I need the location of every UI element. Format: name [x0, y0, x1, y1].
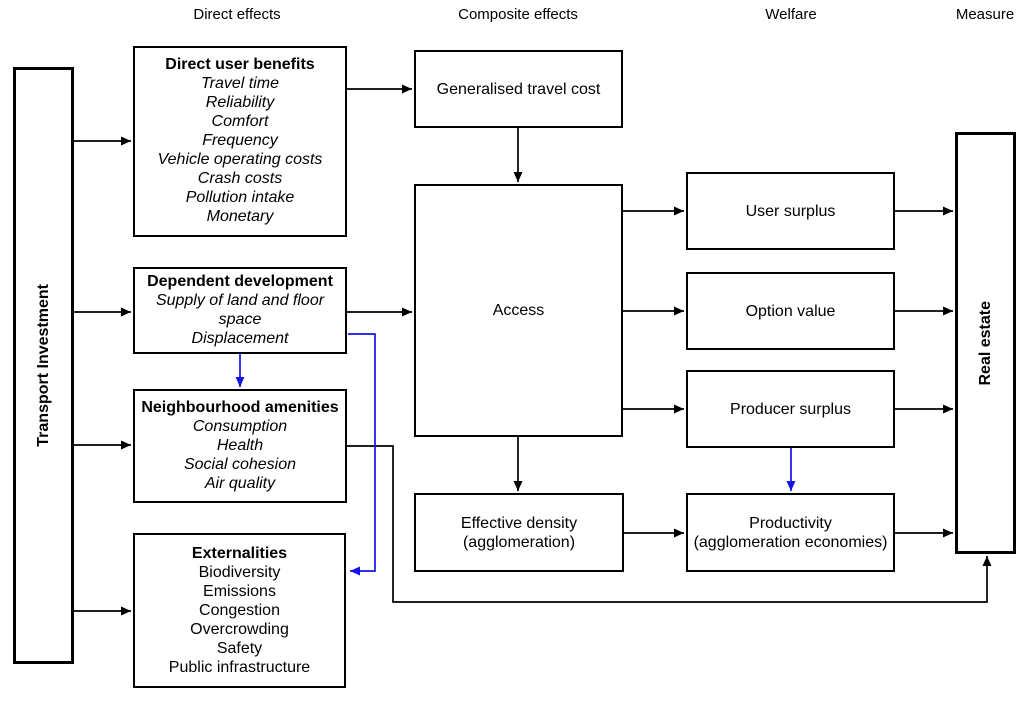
box-effective-density: Effective density (agglomeration)	[414, 493, 624, 572]
column-header-composite-effects: Composite effects	[458, 6, 578, 23]
box-direct-user-benefits: Direct user benefits Travel time Reliabi…	[133, 46, 347, 237]
direct-user-benefits-item: Comfort	[211, 113, 269, 130]
dependent-development-item: Supply of land and floor space	[155, 292, 325, 328]
externalities-item: Congestion	[199, 602, 280, 619]
box-externalities: Externalities Biodiversity Emissions Con…	[133, 533, 346, 688]
user-surplus-label: User surplus	[745, 202, 836, 220]
effective-density-label-line2: (agglomeration)	[462, 533, 576, 551]
box-option-value: Option value	[686, 272, 895, 350]
real-estate-label: Real estate	[977, 300, 994, 386]
box-productivity: Productivity (agglomeration economies)	[686, 493, 895, 572]
box-producer-surplus: Producer surplus	[686, 370, 895, 448]
direct-user-benefits-title: Direct user benefits	[165, 56, 315, 73]
productivity-label-line1: Productivity	[749, 514, 832, 532]
direct-user-benefits-item: Vehicle operating costs	[157, 151, 323, 168]
neighbourhood-amenities-title: Neighbourhood amenities	[141, 399, 339, 416]
box-user-surplus: User surplus	[686, 172, 895, 250]
option-value-label: Option value	[745, 302, 836, 320]
neighbourhood-amenities-item: Consumption	[192, 418, 288, 435]
direct-user-benefits-item: Travel time	[201, 75, 279, 92]
column-header-welfare: Welfare	[765, 6, 817, 23]
dependent-development-item: Displacement	[191, 330, 289, 347]
neighbourhood-amenities-item: Health	[216, 437, 264, 454]
edge-dependent-development-to-externalities	[348, 333, 376, 576]
direct-user-benefits-item: Reliability	[205, 94, 275, 111]
direct-user-benefits-item: Monetary	[206, 208, 274, 225]
column-header-measure: Measure	[955, 6, 1015, 23]
box-dependent-development: Dependent development Supply of land and…	[133, 267, 347, 354]
productivity-label-line2: (agglomeration economies)	[693, 533, 888, 551]
dependent-development-title: Dependent development	[147, 273, 333, 290]
direct-user-benefits-item: Frequency	[202, 132, 278, 149]
box-real-estate: Real estate	[955, 132, 1016, 554]
direct-user-benefits-item: Pollution intake	[185, 189, 295, 206]
transport-investment-label: Transport Investment	[35, 284, 52, 447]
externalities-item: Safety	[216, 640, 263, 657]
box-transport-investment: Transport Investment	[13, 67, 74, 664]
neighbourhood-amenities-item: Social cohesion	[183, 456, 297, 473]
edge-neighbourhood-amenities-to-real-estate	[347, 445, 992, 603]
externalities-item: Biodiversity	[198, 564, 281, 581]
box-access: Access	[414, 184, 623, 437]
direct-user-benefits-item: Crash costs	[197, 170, 283, 187]
box-neighbourhood-amenities: Neighbourhood amenities Consumption Heal…	[133, 389, 347, 503]
box-generalised-travel-cost: Generalised travel cost	[414, 50, 623, 128]
generalised-travel-cost-label: Generalised travel cost	[436, 80, 601, 98]
externalities-item: Public infrastructure	[168, 659, 311, 676]
externalities-title: Externalities	[191, 545, 288, 562]
producer-surplus-label: Producer surplus	[730, 400, 851, 418]
externalities-item: Emissions	[203, 583, 276, 600]
access-label: Access	[492, 302, 545, 319]
column-header-direct-effects: Direct effects	[193, 6, 281, 23]
effective-density-label-line1: Effective density	[460, 514, 578, 532]
externalities-item: Overcrowding	[190, 621, 289, 638]
neighbourhood-amenities-item: Air quality	[204, 475, 276, 492]
